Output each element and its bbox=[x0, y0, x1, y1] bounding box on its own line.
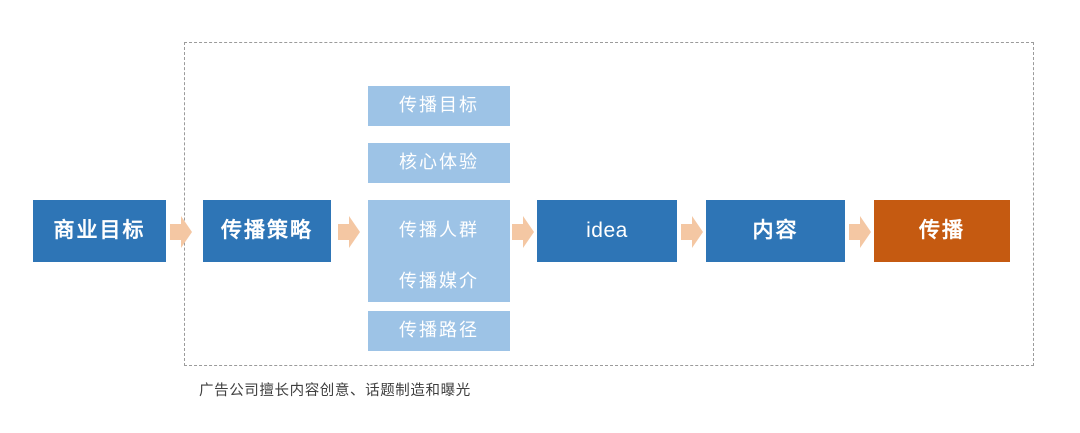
right-arrow-icon bbox=[681, 214, 703, 250]
diagram-caption: 广告公司擅长内容创意、话题制造和曝光 bbox=[199, 383, 471, 399]
strategy-component-goal[interactable]: 传播目标 bbox=[368, 86, 510, 126]
right-arrow-icon bbox=[512, 214, 534, 250]
right-arrow-icon bbox=[170, 214, 192, 250]
flow-box-idea[interactable]: idea bbox=[537, 200, 677, 262]
flow-box-business[interactable]: 商业目标 bbox=[33, 200, 166, 262]
strategy-component-media[interactable]: 传播媒介 bbox=[368, 262, 510, 302]
agency-scope-group bbox=[184, 42, 1034, 366]
right-arrow-icon bbox=[849, 214, 871, 250]
right-arrow-icon bbox=[338, 214, 360, 250]
strategy-component-core-exp[interactable]: 核心体验 bbox=[368, 143, 510, 183]
strategy-component-audience[interactable]: 传播人群 bbox=[368, 200, 510, 262]
flow-box-content[interactable]: 内容 bbox=[706, 200, 845, 262]
flow-box-spread[interactable]: 传播 bbox=[874, 200, 1010, 262]
strategy-component-path[interactable]: 传播路径 bbox=[368, 311, 510, 351]
flow-box-strategy[interactable]: 传播策略 bbox=[203, 200, 331, 262]
